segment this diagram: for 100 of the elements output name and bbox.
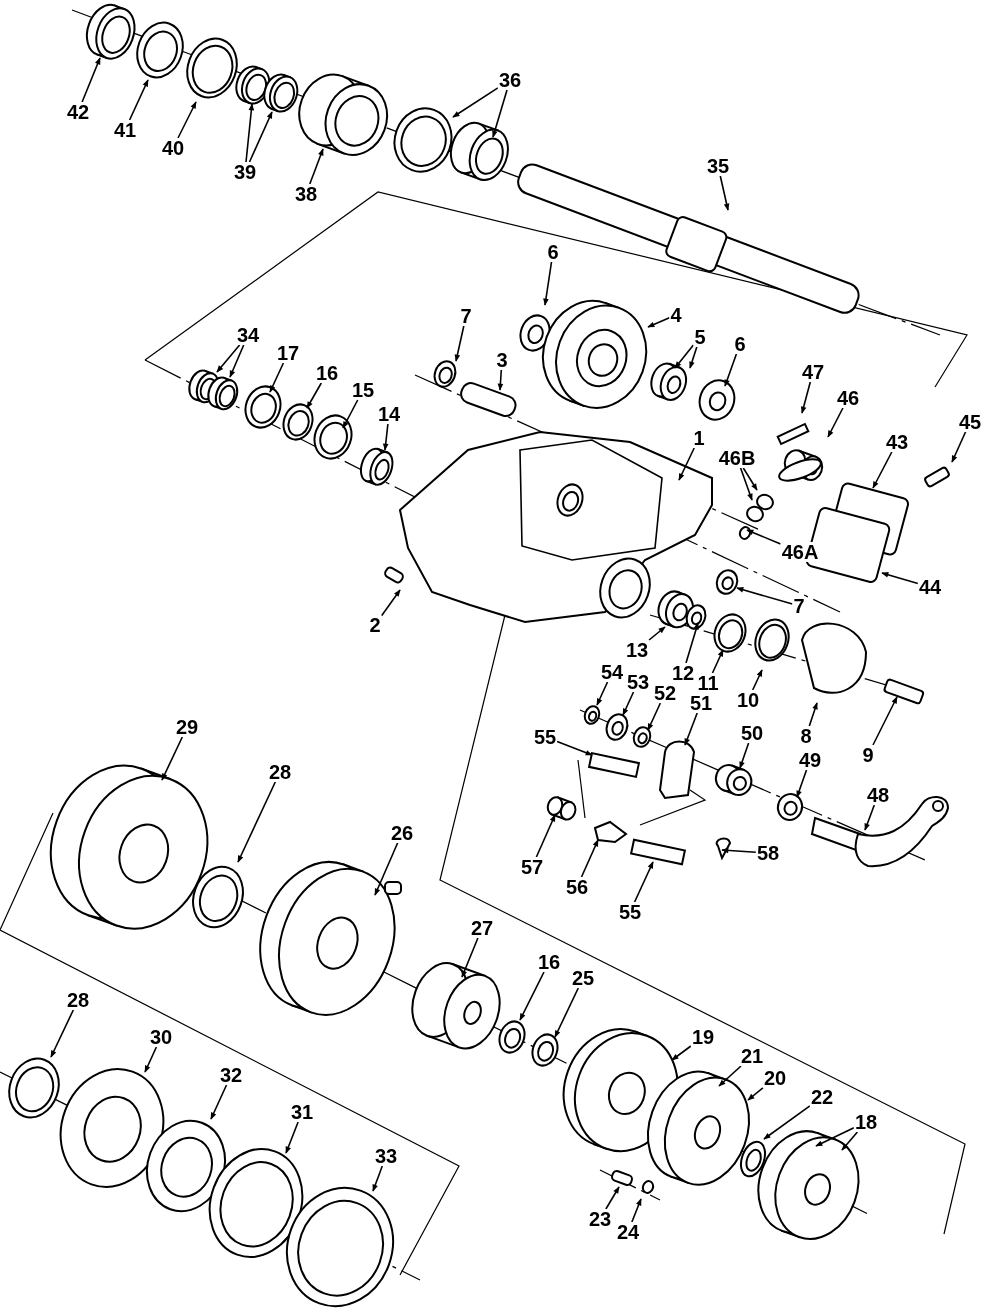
leader-line xyxy=(648,626,666,641)
callout-number: 54 xyxy=(599,662,625,682)
leader-line xyxy=(796,769,808,798)
leader-line xyxy=(633,861,654,903)
leader-line xyxy=(306,382,323,409)
callout-number: 28 xyxy=(267,762,293,782)
leader-line xyxy=(605,1186,620,1210)
leader-line xyxy=(461,937,479,978)
leader-line xyxy=(808,702,818,727)
callout-number: 43 xyxy=(884,432,910,452)
leader-line xyxy=(382,423,389,451)
leader-line xyxy=(718,1065,742,1087)
callout-number: 22 xyxy=(809,1087,835,1107)
callout-number: 5 xyxy=(693,327,707,347)
leader-line xyxy=(747,1087,764,1101)
callout-number: 3 xyxy=(495,350,509,370)
callout-number: 45 xyxy=(957,412,983,432)
leader-line xyxy=(647,702,662,731)
leader-line xyxy=(596,681,609,706)
leader-line xyxy=(674,344,695,369)
callout-number: 39 xyxy=(232,162,258,182)
leader-line xyxy=(248,111,273,163)
callout-number: 23 xyxy=(587,1209,613,1229)
callout-number: 17 xyxy=(275,343,301,363)
leader-line xyxy=(556,740,593,756)
callout-number: 36 xyxy=(497,70,523,90)
leader-line xyxy=(229,344,245,378)
callout-number: 13 xyxy=(624,640,650,660)
leader-line xyxy=(763,1105,811,1140)
callout-number: 11 xyxy=(696,673,720,693)
callout-number: 29 xyxy=(174,717,200,737)
leader-line xyxy=(454,325,465,362)
callout-number: 58 xyxy=(755,843,781,863)
leader-line xyxy=(309,148,324,185)
leader-line xyxy=(161,736,184,781)
leader-line xyxy=(815,1127,855,1147)
callout-number: 50 xyxy=(739,723,765,743)
callout-number: 12 xyxy=(670,663,696,683)
callout-number: 7 xyxy=(459,306,473,326)
callout-number: 20 xyxy=(762,1068,788,1088)
callout-number: 25 xyxy=(570,968,596,988)
callout-number: 21 xyxy=(739,1046,765,1066)
callout-number: 55 xyxy=(617,902,643,922)
leader-line xyxy=(177,101,197,139)
leader-line xyxy=(554,987,580,1038)
leader-line xyxy=(452,87,499,118)
leader-line xyxy=(864,804,876,831)
callout-number: 28 xyxy=(65,990,91,1010)
leader-line xyxy=(216,344,241,373)
leader-line xyxy=(800,381,812,414)
leader-line xyxy=(724,353,738,387)
callout-number: 55 xyxy=(532,727,558,747)
leader-line xyxy=(631,1198,642,1223)
callout-number: 53 xyxy=(625,672,651,692)
leader-line xyxy=(721,847,757,854)
leader-line xyxy=(285,1121,299,1154)
leader-line xyxy=(746,529,782,545)
leader-line xyxy=(739,467,753,501)
leader-line xyxy=(827,407,844,438)
callout-number: 24 xyxy=(615,1222,641,1242)
callout-number: 2 xyxy=(368,615,382,635)
callout-number: 4 xyxy=(669,305,683,325)
leader-line xyxy=(543,261,553,306)
leader-line xyxy=(237,781,277,863)
callout-number: 34 xyxy=(235,325,261,345)
callout-number: 46B xyxy=(717,448,757,468)
leader-line xyxy=(736,587,794,605)
leader-line xyxy=(739,742,750,769)
leader-line xyxy=(719,175,730,211)
leader-line xyxy=(380,589,401,617)
callout-number: 14 xyxy=(376,404,402,424)
callout-number: 44 xyxy=(917,577,943,597)
callout-number: 30 xyxy=(148,1027,174,1047)
callout-number: 57 xyxy=(519,857,545,877)
leader-line xyxy=(872,451,893,489)
callout-number: 15 xyxy=(350,380,376,400)
callout-number: 41 xyxy=(112,120,138,140)
leader-line xyxy=(342,399,359,429)
leader-line xyxy=(128,79,149,121)
callout-number: 32 xyxy=(218,1065,244,1085)
leader-line xyxy=(751,669,763,691)
callout-number: 35 xyxy=(705,156,731,176)
leader-line xyxy=(144,1046,158,1073)
leader-line xyxy=(671,1045,692,1061)
callout-number: 42 xyxy=(65,102,91,122)
leader-line xyxy=(535,814,556,858)
leader-line xyxy=(841,1131,859,1151)
callout-number: 16 xyxy=(314,363,340,383)
leader-line xyxy=(497,369,504,391)
leader-line xyxy=(519,971,545,1021)
leader-line xyxy=(685,622,699,664)
leader-line xyxy=(622,691,635,716)
callout-number: 8 xyxy=(799,726,813,746)
callout-number: 6 xyxy=(546,242,560,262)
leader-line xyxy=(81,57,101,103)
leader-line xyxy=(372,1165,384,1192)
leader-line xyxy=(580,839,599,878)
callout-number: 52 xyxy=(652,683,678,703)
leader-line xyxy=(881,572,919,585)
callout-number: 7 xyxy=(792,596,806,616)
